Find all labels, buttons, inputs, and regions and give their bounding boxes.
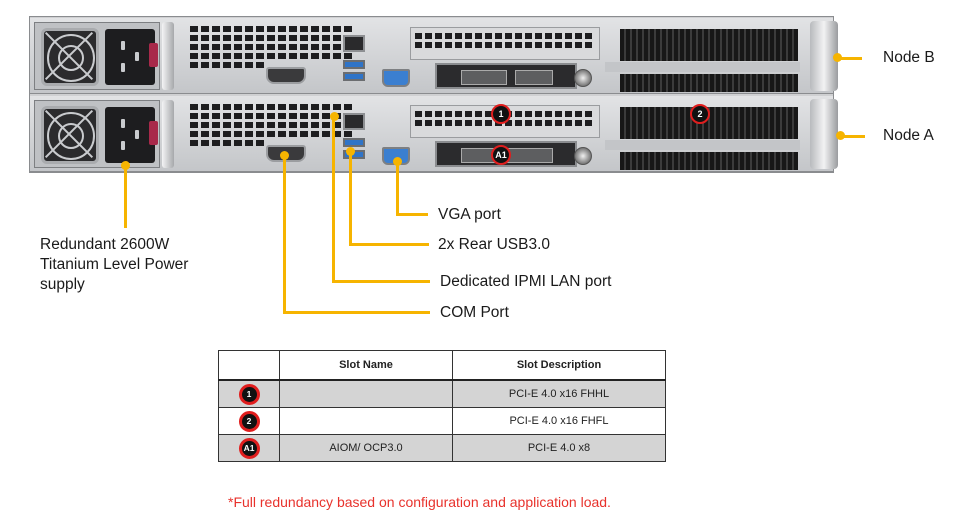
ipmi-callout-line-v [332,116,335,282]
vga-port-icon [382,69,410,87]
slot-badge-icon: 1 [238,383,260,405]
pcie-slot-2-bracket [620,29,798,61]
node-a-callout-dot [836,131,845,140]
ipmi-lan-port-icon [343,113,365,130]
slot-a1-badge: A1 [491,145,511,165]
com-callout-dot [280,151,289,160]
node-b-tray [30,18,838,94]
node-b-callout-dot [833,53,842,62]
usb-callout-dot [346,147,355,156]
fhfl-vent [620,74,798,92]
row-badge-cell: A1 [218,434,280,462]
power-supply-unit [34,100,160,168]
footnote: *Full redundancy based on configuration … [228,494,611,510]
usb-callout-line-h [349,243,429,246]
psu-release-latch [149,43,158,67]
slot-table: Slot Name Slot Description 1 PCI-E 4.0 x… [218,350,666,462]
ipmi-callout-line-h [332,280,430,283]
psu-fan-icon [41,28,99,86]
slot-2-badge: 2 [690,104,710,124]
fhfl-vent [620,152,798,170]
com-callout-line-h [283,311,430,314]
vga-port-label: VGA port [438,206,501,223]
usb-callout-line-v [349,152,352,245]
vga-callout-line-v [396,162,399,215]
ipmi-lan-port-icon [343,35,365,52]
slot-description-cell: PCI-E 4.0 x16 FHHL [452,379,666,408]
power-inlet-icon [105,107,158,163]
table-row: 2 PCI-E 4.0 x16 FHFL [218,407,666,435]
com-port-label: COM Port [440,304,509,321]
usb-port-icon [343,60,365,69]
node-a-callout-line [841,135,865,138]
node-a-tray [30,96,838,172]
power-supply-unit [34,22,160,90]
psu-handle [162,22,174,90]
slot-name-cell [279,379,453,408]
vent-grille [190,104,352,146]
thumb-screw-icon [574,147,592,165]
node-a-label: Node A [883,127,934,144]
com-port-icon [266,67,306,84]
usb-port-icon [343,138,365,147]
ipmi-label: Dedicated IPMI LAN port [440,273,612,290]
psu-release-latch [149,121,158,145]
psu-callout-line [124,166,127,228]
node-b-callout-line [838,57,862,60]
server-chassis-rear-view [29,16,838,173]
slot-badge-icon: A1 [238,437,260,459]
node-b-label: Node B [883,49,935,66]
vga-callout-line-h [396,213,428,216]
slot-name-cell: AIOM/ OCP3.0 [279,434,453,462]
header-slot-name: Slot Name [279,350,453,381]
vga-callout-dot [393,157,402,166]
psu-handle [162,100,174,168]
row-badge-cell: 2 [218,407,280,435]
psu-label-line-3: supply [40,276,85,293]
slot-1-badge: 1 [491,104,511,124]
usb-port-icon [343,72,365,81]
row-badge-cell: 1 [218,379,280,408]
psu-label-line-2: Titanium Level Power [40,256,189,273]
psu-label-line-1: Redundant 2600W [40,236,170,253]
slot-description-cell: PCI-E 4.0 x8 [452,434,666,462]
psu-callout-label: Redundant 2600W Titanium Level Power sup… [40,235,188,295]
slot-badge-icon: 2 [238,410,260,432]
psu-callout-dot [121,161,130,170]
riser-bar [605,62,800,72]
table-row: 1 PCI-E 4.0 x16 FHHL [218,379,666,408]
slot-name-cell [279,407,453,435]
node-a-handle[interactable] [810,99,838,169]
slot-description-cell: PCI-E 4.0 x16 FHFL [452,407,666,435]
header-icon [218,350,280,381]
thumb-screw-icon [574,69,592,87]
usb-label: 2x Rear USB3.0 [438,236,550,253]
power-inlet-icon [105,29,158,85]
com-callout-line-v [283,156,286,313]
header-slot-description: Slot Description [452,350,666,381]
slot-table-header: Slot Name Slot Description [218,350,666,381]
table-row: A1 AIOM/ OCP3.0 PCI-E 4.0 x8 [218,434,666,462]
riser-bar [605,140,800,150]
aiom-slot [435,63,577,89]
psu-fan-icon [41,106,99,164]
pcie-slot-1-bracket [410,27,600,60]
vent-grille [190,26,352,68]
